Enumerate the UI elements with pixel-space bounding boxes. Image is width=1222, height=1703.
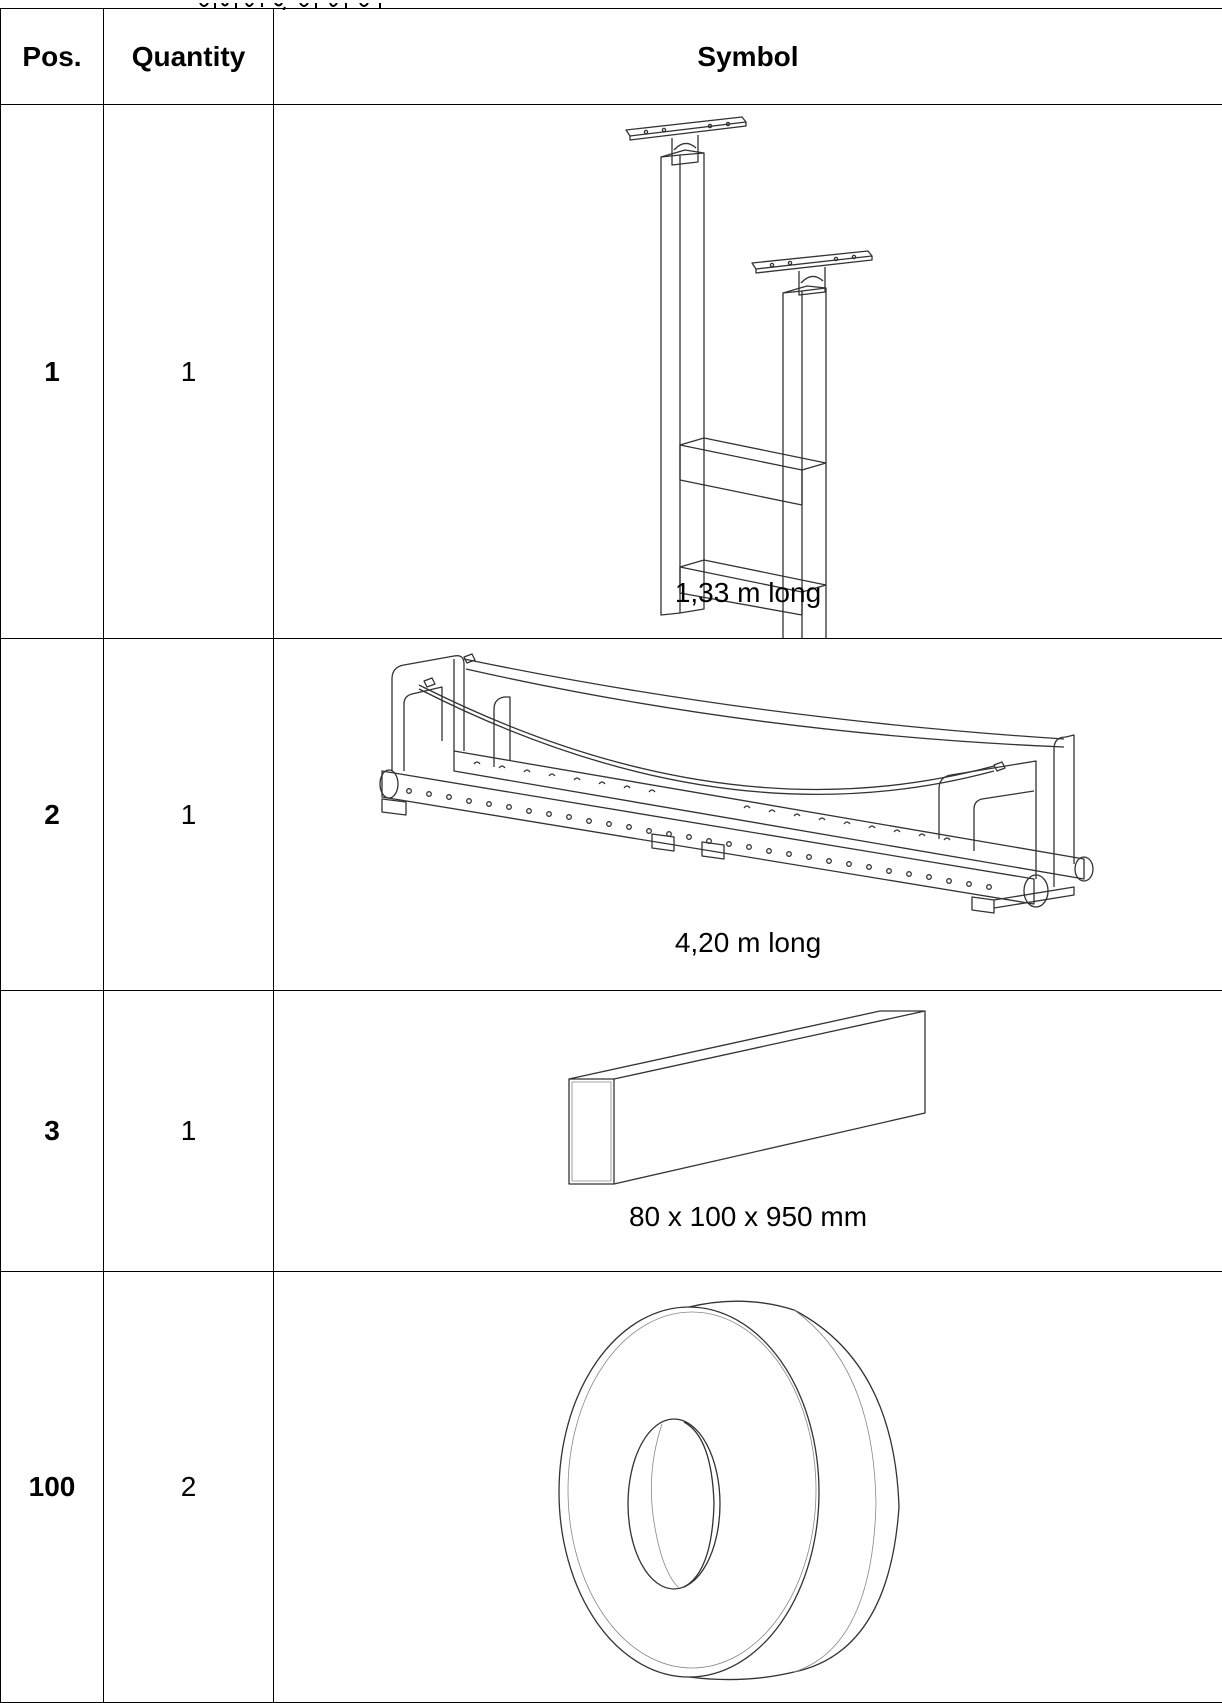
quantity-cell: 1: [104, 991, 274, 1272]
pos-cell: 2: [1, 639, 104, 991]
quantity-cell: 1: [104, 105, 274, 639]
table-row: 100 2: [1, 1272, 1222, 1703]
symbol-cell: 1,33 m long: [274, 105, 1222, 639]
symbol-cell: 4,20 m long: [274, 639, 1222, 991]
quantity-cell: 1: [104, 639, 274, 991]
header-quantity: Quantity: [104, 9, 274, 105]
table-row: 1 1: [1, 105, 1222, 639]
symbol-caption: 80 x 100 x 950 mm: [274, 1201, 1222, 1233]
post-frame-drawing: [274, 105, 1222, 638]
header-symbol: Symbol: [274, 9, 1222, 105]
symbol-cell: [274, 1272, 1222, 1703]
pos-cell: 1: [1, 105, 104, 639]
header-pos: Pos.: [1, 9, 104, 105]
symbol-caption: 1,33 m long: [274, 577, 1222, 609]
table-header-row: Pos. Quantity Symbol: [1, 9, 1222, 105]
table-row: 2 1: [1, 639, 1222, 991]
symbol-cell: 80 x 100 x 950 mm: [274, 991, 1222, 1272]
symbol-caption: 4,20 m long: [274, 927, 1222, 959]
quantity-cell: 2: [104, 1272, 274, 1703]
pos-cell: 100: [1, 1272, 104, 1703]
table-row: 3 1 80 x 100 x 950 mm: [1, 991, 1222, 1272]
parts-list-table: Pos. Quantity Symbol 1 1: [0, 8, 1222, 1703]
pos-cell: 3: [1, 991, 104, 1272]
tyre-drawing: [274, 1272, 1222, 1702]
